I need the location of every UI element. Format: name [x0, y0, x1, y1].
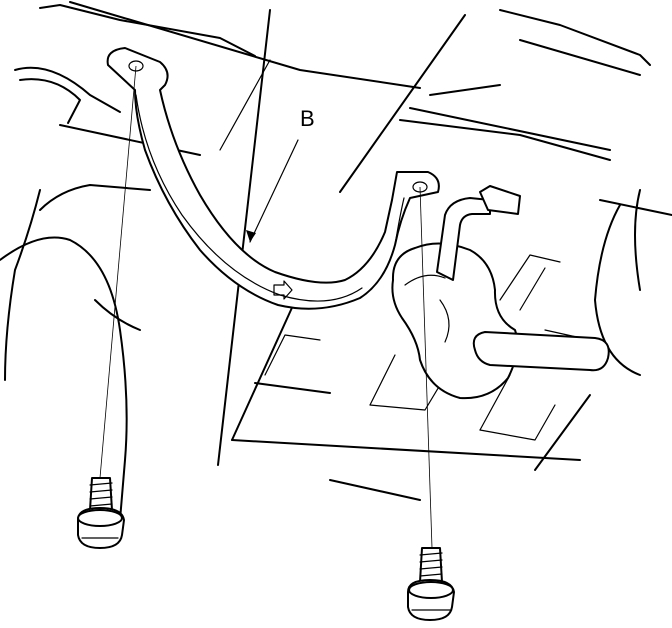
heat-shield	[264, 254, 591, 441]
bracket-B	[106, 47, 440, 310]
bolt-right	[407, 547, 455, 621]
frame-member	[217, 9, 466, 466]
bolt-centerlines	[99, 65, 433, 549]
bolt-left	[77, 477, 125, 549]
callout-B-label: B	[300, 106, 315, 131]
body-panel	[0, 1, 672, 521]
stabilizer-bar	[436, 185, 610, 372]
callout-B: B	[246, 106, 315, 243]
